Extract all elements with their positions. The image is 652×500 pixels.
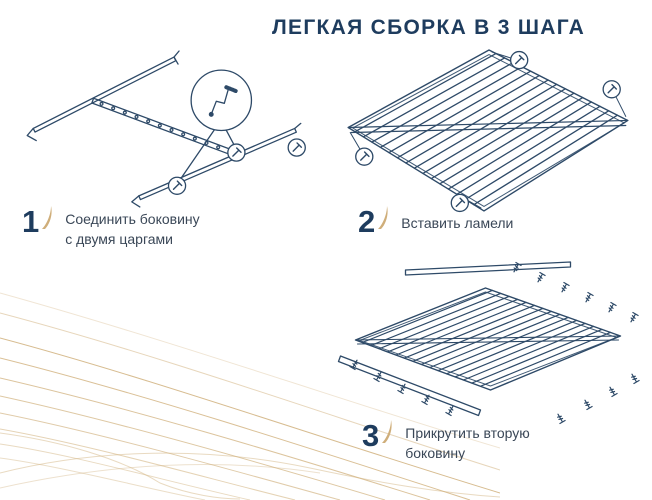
screw-in-circle-icon	[355, 147, 374, 166]
screw-in-circle-icon	[602, 80, 621, 99]
screw-mounting-drawing	[337, 261, 640, 425]
slatted-base-drawing	[347, 49, 629, 213]
assembly-crank-icon	[208, 85, 239, 117]
leader-line	[224, 127, 235, 145]
step1-caption: 1 Соединить боковину с двумя царгами	[22, 206, 200, 250]
slats	[361, 289, 611, 387]
screws-top-row	[510, 261, 639, 324]
center-rail	[347, 119, 629, 134]
step3-illustration	[330, 258, 646, 428]
screw-in-circle-icon	[287, 138, 306, 157]
leader-lines	[349, 51, 627, 209]
step2-number: 2	[358, 204, 376, 239]
gold-leaf-swoosh-icon	[382, 420, 392, 443]
leader-line	[181, 127, 216, 178]
gold-leaf-swoosh-icon	[42, 206, 52, 229]
gold-leaf-swoosh-icon	[378, 206, 388, 229]
page-title: ЛЕГКАЯ СБОРКА В 3 ШАГА	[272, 16, 586, 39]
step3-label: Прикрутить вторую боковину	[405, 425, 530, 462]
step1-label: Соединить боковину с двумя царгами	[65, 211, 200, 248]
screw-in-circle-icon	[167, 176, 187, 196]
side-rail-bottom	[131, 122, 302, 208]
side-rail-top	[26, 50, 180, 142]
detached-rail-top	[404, 261, 572, 276]
screw-in-circle-icon	[227, 143, 246, 162]
slats	[354, 52, 619, 206]
screw-in-circle-icon	[509, 50, 529, 70]
step1-illustration	[18, 48, 320, 224]
side-rail-assembly-drawing	[26, 50, 306, 208]
step2-caption: 2 Вставить ламели	[358, 206, 513, 237]
step2-illustration	[338, 42, 640, 218]
detached-rail-left	[337, 355, 482, 417]
step3-caption: 3 Прикрутить вторую боковину	[362, 420, 530, 464]
base-frame	[347, 49, 629, 212]
step2-label: Вставить ламели	[401, 215, 514, 231]
screws-bottom-right-row	[554, 372, 640, 425]
step1-number: 1	[22, 204, 40, 239]
detail-callout-circle	[190, 69, 253, 132]
step3-number: 3	[362, 418, 380, 453]
center-rail	[354, 335, 622, 345]
screws-bottom-left-row	[349, 358, 457, 417]
